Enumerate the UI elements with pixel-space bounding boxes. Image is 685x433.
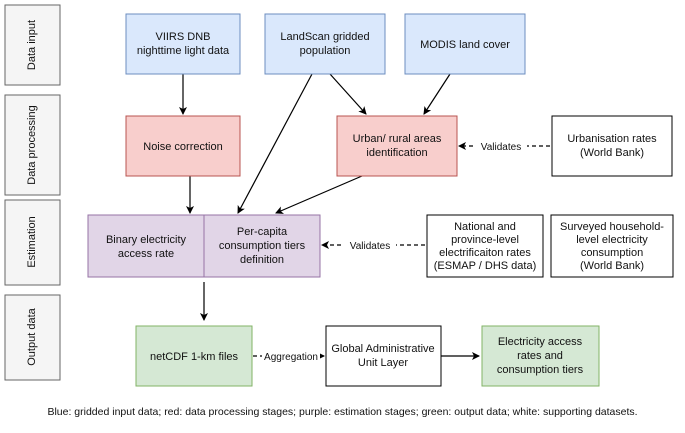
node-landscan-line-1: LandScan gridded xyxy=(280,31,369,43)
node-national-line-2: province-level xyxy=(451,234,519,246)
edge-landscan-to-percapita xyxy=(237,73,313,214)
node-netcdf-line-1: netCDF 1-km files xyxy=(150,351,239,363)
node-urban-rural: Urban/ rural areas identification xyxy=(336,115,458,177)
node-binary-line-1: Binary electricity xyxy=(106,234,187,246)
edge-label-aggregation: Aggregation xyxy=(262,349,320,363)
node-noise-line-1: Noise correction xyxy=(143,141,222,153)
node-viirs-line-2: nighttime light data xyxy=(137,45,230,57)
edge-label-text: Validates xyxy=(350,241,390,252)
node-urbanisation-rates: Urbanisation rates (World Bank) xyxy=(551,115,673,177)
figure-caption: Blue: gridded input data; red: data proc… xyxy=(47,406,638,418)
node-percapita-line-1: Per-capita xyxy=(237,226,288,238)
edge-landscan-to-urban xyxy=(329,73,367,115)
node-surveyed-line-2: level electricity xyxy=(576,234,648,246)
node-national-line-4: (ESMAP / DHS data) xyxy=(434,260,537,272)
node-urban-rural-line-2: identification xyxy=(366,147,427,159)
stage-estimation: Estimation xyxy=(4,199,61,286)
stage-label-data-input: Data input xyxy=(26,20,38,70)
stage-output-data: Output data xyxy=(4,294,61,381)
node-viirs: VIIRS DNB nighttime light data xyxy=(125,13,241,75)
node-surveyed-line-1: Surveyed household- xyxy=(560,221,664,233)
node-surveyed-consumption: Surveyed household- level electricity co… xyxy=(550,214,674,278)
node-surveyed-line-4: (World Bank) xyxy=(580,260,644,272)
edge-label-text: Aggregation xyxy=(264,352,318,363)
node-urbanisation-line-1: Urbanisation rates xyxy=(567,133,657,145)
node-netcdf: netCDF 1-km files xyxy=(135,325,253,387)
edge-urban-to-percapita xyxy=(275,175,363,214)
node-percapita-line-2: consumption tiers xyxy=(219,240,306,252)
node-national-line-3: electrificaiton rates xyxy=(439,247,531,259)
node-output-line-3: consumption tiers xyxy=(497,364,584,376)
stage-label-output-data: Output data xyxy=(26,307,38,365)
node-output-line-1: Electricity access xyxy=(498,336,583,348)
node-landscan-line-2: population xyxy=(300,45,351,57)
node-national-line-1: National and xyxy=(454,221,516,233)
edge-modis-to-urban xyxy=(423,73,451,115)
stage-label-data-processing: Data processing xyxy=(26,105,38,185)
edge-label-validates-urban: Validates xyxy=(475,139,527,153)
node-electricity-output: Electricity access rates and consumption… xyxy=(481,325,600,387)
edge-label-validates-estimation: Validates xyxy=(344,238,396,252)
node-urbanisation-line-2: (World Bank) xyxy=(580,147,644,159)
node-landscan: LandScan gridded population xyxy=(264,13,386,75)
node-percapita-line-3: definition xyxy=(240,254,284,266)
edge-label-text: Validates xyxy=(481,142,521,153)
node-noise-correction: Noise correction xyxy=(125,115,241,177)
node-per-capita: Per-capita consumption tiers definition xyxy=(203,214,321,278)
stage-data-processing: Data processing xyxy=(4,94,61,196)
stage-data-input: Data input xyxy=(4,4,61,86)
stage-label-estimation: Estimation xyxy=(26,216,38,267)
node-modis-line-1: MODIS land cover xyxy=(420,39,510,51)
node-modis: MODIS land cover xyxy=(404,13,526,75)
node-binary-line-2: access rate xyxy=(118,248,174,260)
node-surveyed-line-3: consumption xyxy=(581,247,643,259)
node-gadm-line-2: Unit Layer xyxy=(358,357,408,369)
node-gadm: Global Administrative Unit Layer xyxy=(325,325,442,387)
node-output-line-2: rates and xyxy=(517,350,563,362)
node-urban-rural-line-1: Urban/ rural areas xyxy=(353,133,442,145)
node-national-rates: National and province-level electrificai… xyxy=(426,214,544,278)
node-binary-access: Binary electricity access rate xyxy=(87,214,205,278)
node-viirs-line-1: VIIRS DNB xyxy=(155,31,210,43)
node-gadm-line-1: Global Administrative xyxy=(331,343,434,355)
